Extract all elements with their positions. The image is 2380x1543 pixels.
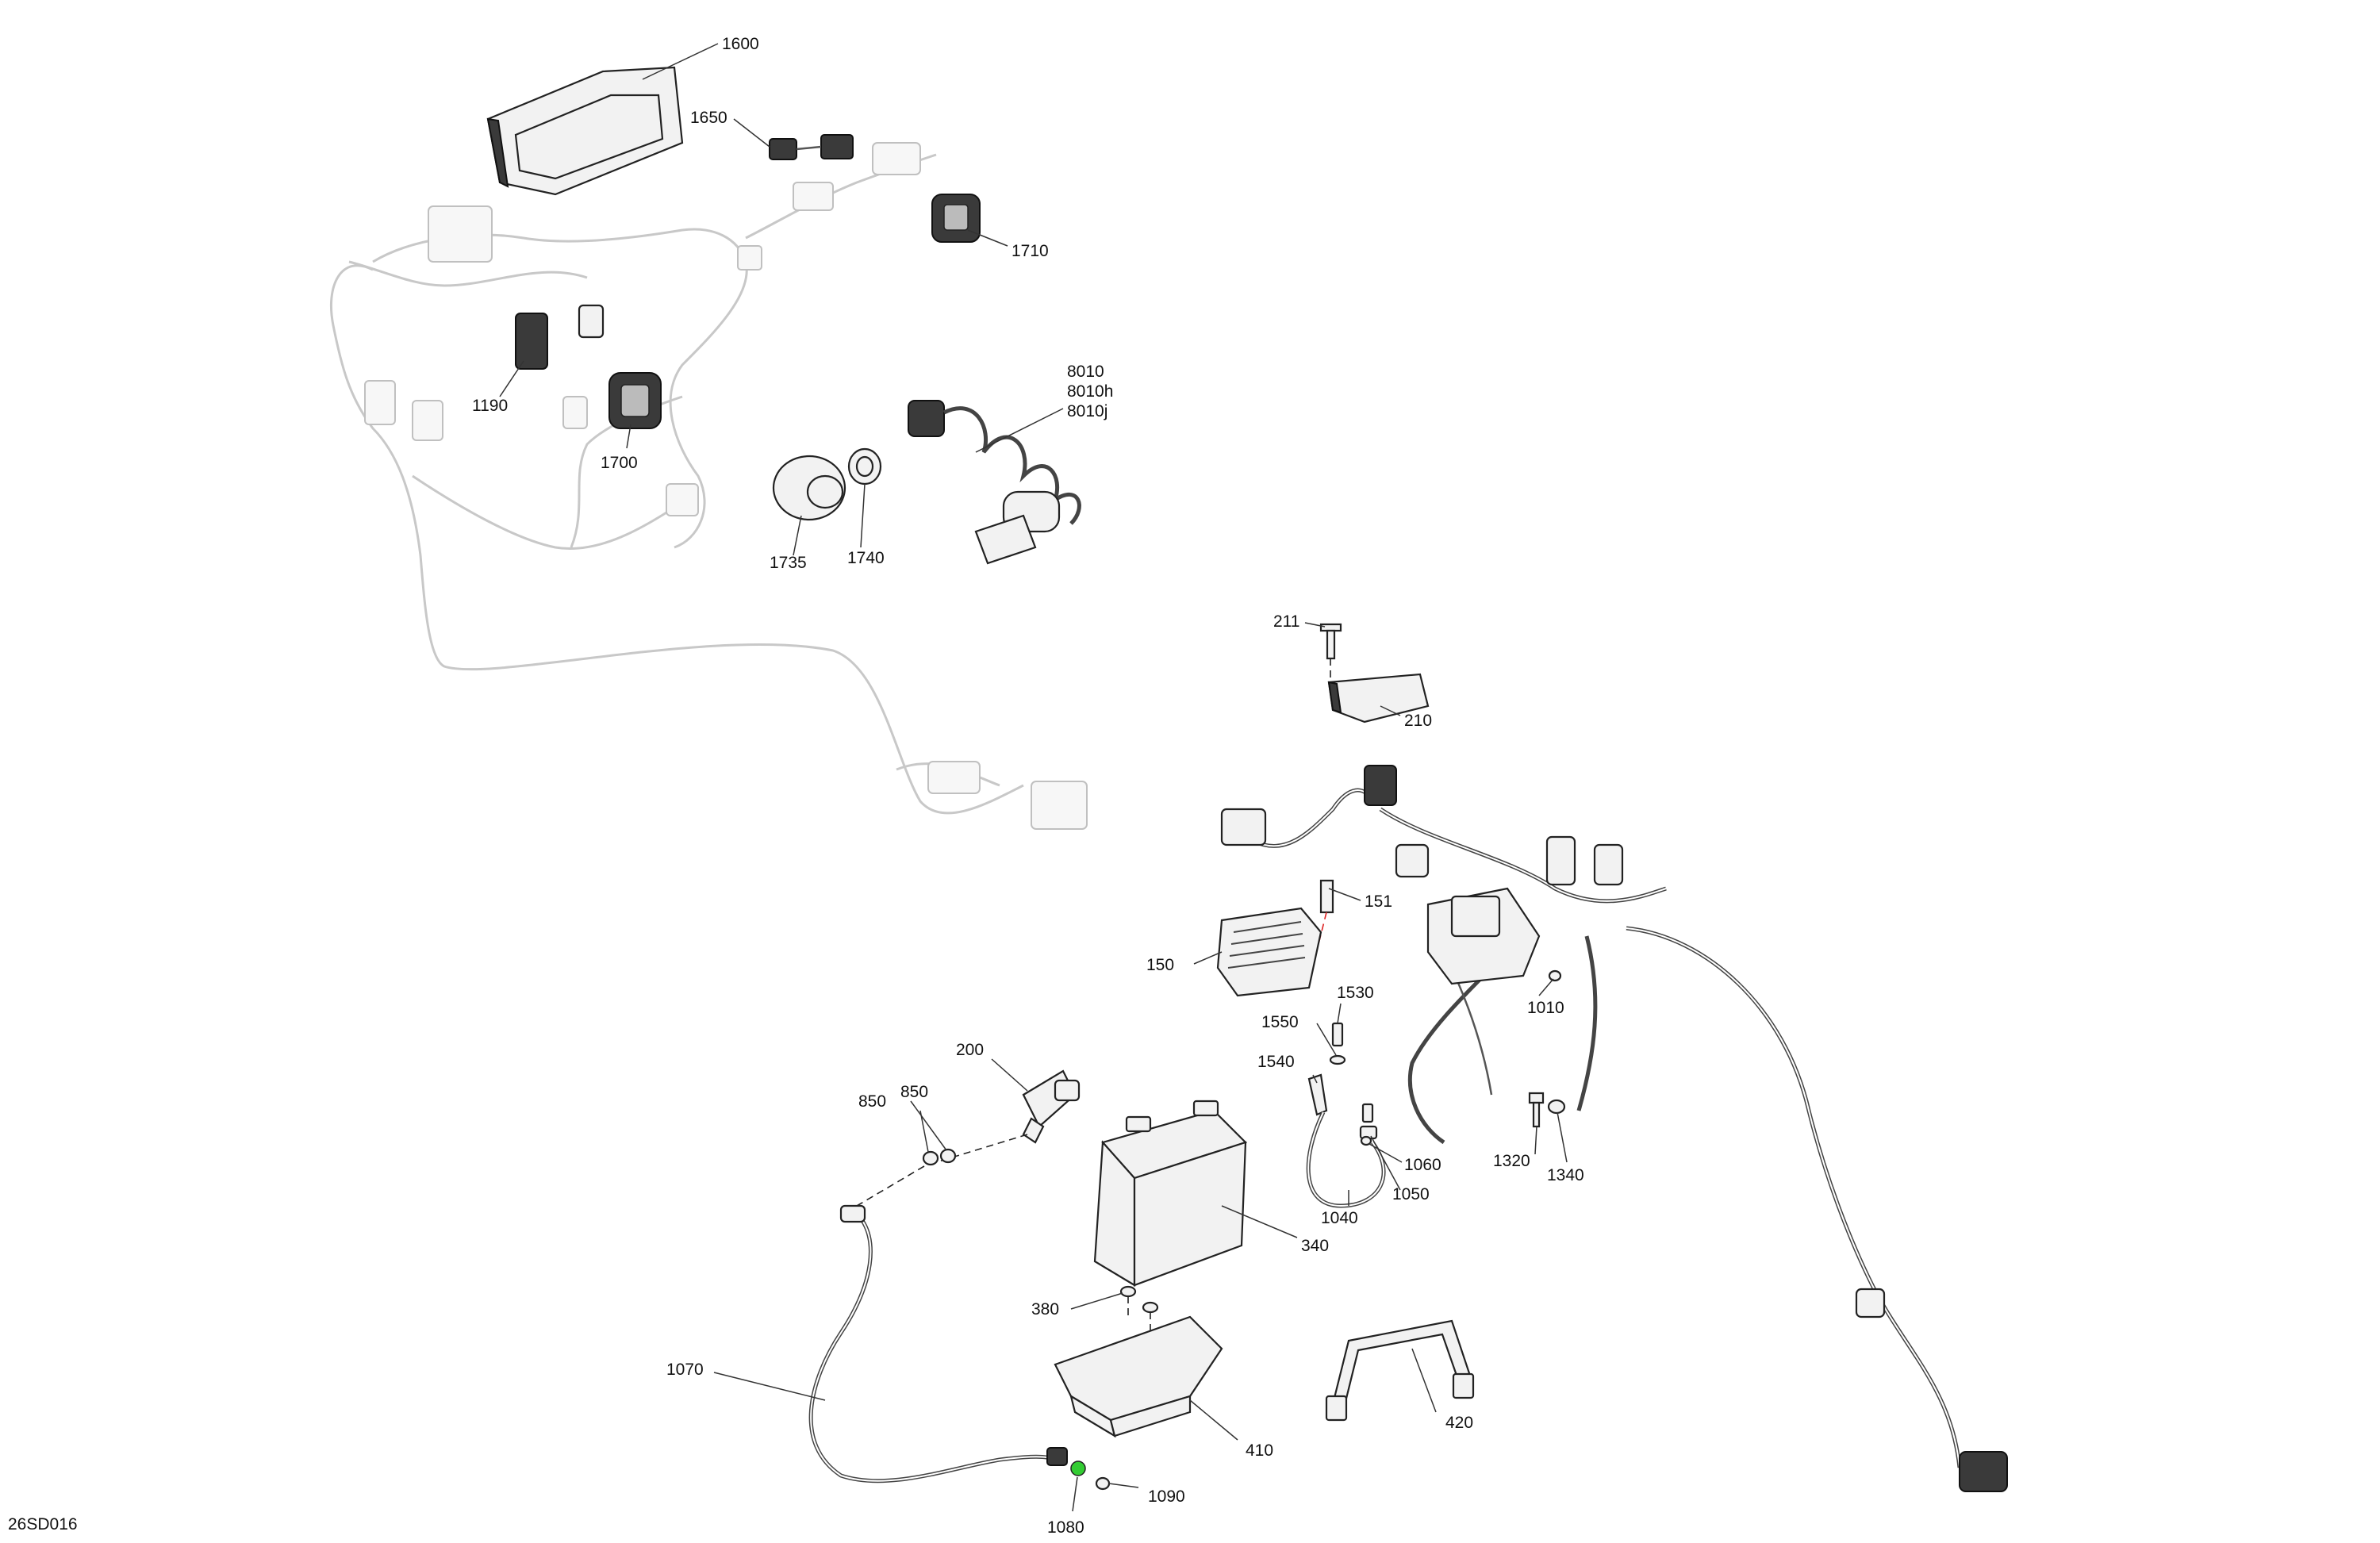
instrument-cluster-part — [486, 66, 684, 196]
callout-1550: 1550 — [1261, 1013, 1299, 1031]
screw-211-part — [1319, 623, 1342, 682]
battery-strap-420-part — [1325, 1319, 1475, 1422]
drawing-code: 26SD016 — [8, 1515, 78, 1533]
callout-1050: 1050 — [1392, 1185, 1430, 1203]
callout-420: 420 — [1445, 1414, 1473, 1432]
callout-200: 200 — [956, 1041, 984, 1059]
washer-1550-part — [1329, 1054, 1346, 1065]
nut-1090-part — [1095, 1476, 1111, 1491]
callout-1080: 1080 — [1047, 1518, 1084, 1537]
callout-1090: 1090 — [1148, 1487, 1185, 1506]
fastener-1530-part — [1331, 1022, 1344, 1047]
nut-1740-part — [847, 447, 882, 486]
callout-850-right: 850 — [900, 1083, 928, 1101]
callout-151: 151 — [1365, 892, 1392, 911]
callout-1540: 1540 — [1257, 1053, 1295, 1071]
callout-1040: 1040 — [1321, 1209, 1358, 1227]
callout-1740: 1740 — [847, 549, 885, 567]
positive-cable-1070-part — [808, 1165, 1068, 1484]
screws-380-part — [1119, 1285, 1159, 1333]
ghost-dashboard-harness — [329, 142, 1088, 830]
leader-lines — [499, 43, 1568, 1512]
callout-1700: 1700 — [601, 454, 638, 472]
ground-cable-1040-part — [1306, 1103, 1386, 1208]
callout-210: 210 — [1404, 712, 1432, 730]
battery-tray-410-part — [1054, 1315, 1223, 1438]
callout-150: 150 — [1146, 956, 1174, 974]
fastener-1080-part — [1070, 1460, 1086, 1476]
nut-850a-part — [922, 1150, 939, 1166]
callout-1320: 1320 — [1493, 1152, 1530, 1170]
screw-1320-part — [1528, 1092, 1545, 1128]
callout-380: 380 — [1031, 1300, 1059, 1318]
callout-1190: 1190 — [472, 397, 508, 415]
voltage-regulator-150-part — [1216, 907, 1322, 997]
starter-solenoid-200-part — [935, 1069, 1081, 1163]
callout-1735: 1735 — [770, 554, 807, 572]
callout-8010j: 8010j — [1067, 402, 1107, 420]
callout-1530: 1530 — [1337, 984, 1374, 1002]
callout-850-left: 850 — [858, 1092, 886, 1111]
switch-1710-part — [931, 194, 981, 243]
callout-1650: 1650 — [690, 109, 727, 127]
nut-850b-part — [939, 1148, 957, 1164]
callout-8010: 8010 — [1067, 363, 1104, 381]
nut-1340-part — [1547, 1099, 1566, 1115]
connector-1190-part — [515, 304, 605, 370]
relay-210-part — [1327, 673, 1430, 724]
callout-1340: 1340 — [1547, 1166, 1584, 1184]
callout-1060: 1060 — [1404, 1156, 1441, 1174]
connector-1650-part — [769, 134, 854, 160]
fastener-1010-part — [1548, 969, 1562, 982]
battery-340-part — [1093, 1100, 1248, 1287]
bracket-1540-part — [1307, 1073, 1328, 1116]
callout-1070: 1070 — [666, 1361, 704, 1379]
callout-211: 211 — [1273, 612, 1299, 631]
callout-labels: 1600 1650 1710 1190 1700 8010 8010h 8010… — [472, 35, 1584, 1537]
key-receptacle-part — [772, 455, 846, 521]
dess-key-cord-part — [908, 400, 1081, 565]
callout-410: 410 — [1246, 1441, 1273, 1460]
callout-340: 340 — [1301, 1237, 1329, 1255]
callout-8010h: 8010h — [1067, 382, 1113, 401]
callout-1010: 1010 — [1527, 999, 1564, 1017]
main-wiring-harness — [1220, 765, 2008, 1492]
callout-1600: 1600 — [722, 35, 759, 53]
callout-1710: 1710 — [1012, 242, 1049, 260]
switch-1700-part — [608, 372, 662, 429]
fastener-1060-part — [1360, 1135, 1372, 1146]
